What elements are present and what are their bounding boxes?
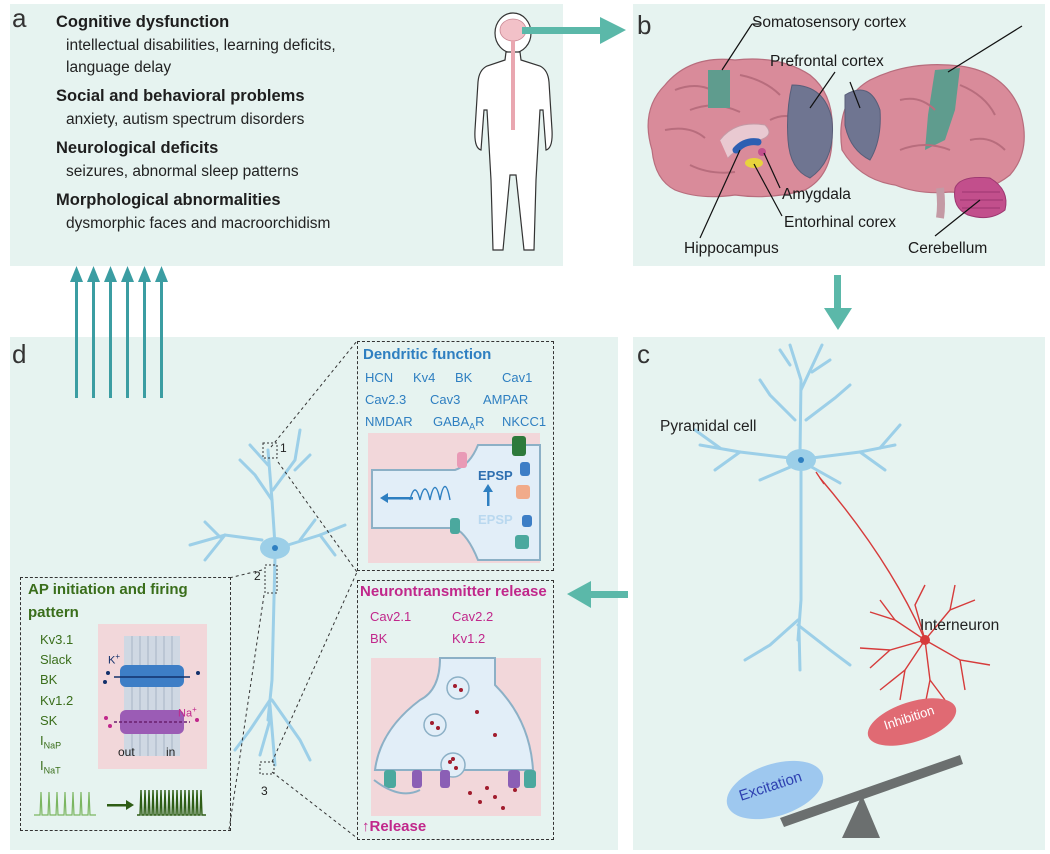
ap-title-line1: AP initiation and firing <box>28 581 188 598</box>
panel-a <box>10 4 563 266</box>
symptom-title: Cognitive dysfunction <box>56 13 230 31</box>
label-hippocampus: Hippocampus <box>684 240 779 257</box>
panel-c <box>633 337 1045 850</box>
label-entorhinal-cortex: Entorhinal corex <box>784 214 897 231</box>
epsp-label-strong: EPSP <box>478 468 513 483</box>
channel-nkcc1: NKCC1 <box>502 414 547 429</box>
inap-main: I <box>40 733 44 749</box>
gabaar-main: GABA <box>433 414 470 429</box>
panel-label-b: b <box>637 10 652 40</box>
channel-cav2-1: Cav2.1 <box>370 609 412 624</box>
ion-na-symbol: Na <box>178 707 193 720</box>
symptom-title: Social and behavioral problems <box>56 87 305 105</box>
label-somatosensory-cortex: Somatosensory cortex <box>752 14 907 31</box>
label-pyramidal-cell: Pyramidal cell <box>660 418 757 435</box>
symptom-detail: seizures, abnormal sleep patterns <box>66 163 299 180</box>
symptom-detail: intellectual disabilities, learning defi… <box>66 37 336 54</box>
gabaar-tail: R <box>475 414 485 429</box>
symptom-cognitive: Cognitive dysfunction intellectual disab… <box>56 13 436 79</box>
symptom-title: Neurological deficits <box>56 139 219 157</box>
channel-bk-ap: BK <box>40 672 58 688</box>
symptom-detail: language delay <box>66 59 172 76</box>
channel-sk: SK <box>40 712 58 728</box>
epsp-label-faint: EPSP <box>478 512 513 527</box>
release-title: Neurontransmitter release <box>360 583 547 600</box>
ion-k-symbol: K <box>108 654 116 667</box>
symptom-neurological: Neurological deficits seizures, abnormal… <box>56 139 436 183</box>
inat-main: I <box>40 757 44 773</box>
marker-3: 3 <box>261 784 268 798</box>
symptom-morphological: Morphological abnormalities dysmorphic f… <box>56 191 436 235</box>
panel-label-c: c <box>637 339 650 369</box>
symptom-detail: dysmorphic faces and macroorchidism <box>66 215 331 232</box>
marker-1: 1 <box>280 441 287 455</box>
inset-neurotransmitter-release <box>357 580 554 840</box>
marker-2: 2 <box>254 569 261 583</box>
panel-label-d: d <box>12 339 27 369</box>
label-cerebellum: Cerebellum <box>908 240 988 257</box>
panel-label-a: a <box>12 3 27 33</box>
gabaar-sub: A <box>469 421 476 432</box>
symptom-social: Social and behavioral problems anxiety, … <box>56 87 436 131</box>
dendritic-title: Dendritic function <box>363 346 492 363</box>
label-out: out <box>118 745 135 759</box>
label-in: in <box>166 745 176 759</box>
inset-dendritic-function <box>357 341 554 571</box>
ap-channel-list: Kv3.1 Slack BK Kv1.2 SK INaP INaT <box>40 630 73 781</box>
inset-ap-initiation <box>20 577 231 831</box>
inap-sub: NaP <box>43 740 62 751</box>
channel-cav1: Cav1 <box>502 370 533 385</box>
channel-kv1-2-ap: Kv1.2 <box>40 692 74 708</box>
channel-gabaar: GABAAR <box>433 414 485 432</box>
channel-kv4: Kv4 <box>413 370 436 385</box>
symptom-detail: anxiety, autism spectrum disorders <box>66 111 305 128</box>
ion-k: K+ <box>108 652 120 667</box>
ap-title-line2: pattern <box>28 604 79 621</box>
symptom-title: Morphological abnormalities <box>56 191 281 209</box>
ion-na-charge: + <box>192 705 197 714</box>
ion-na: Na+ <box>178 705 197 720</box>
symptom-list: Cognitive dysfunction intellectual disab… <box>56 13 436 235</box>
channel-slack: Slack <box>40 652 72 668</box>
label-prefrontal-cortex: Prefrontal cortex <box>770 53 884 70</box>
channel-ampar: AMPAR <box>483 392 529 407</box>
channel-kv3-1: Kv3.1 <box>40 632 74 647</box>
channel-bk: BK <box>455 370 473 385</box>
ion-k-charge: + <box>115 652 121 661</box>
channel-hcn: HCN <box>365 370 394 385</box>
release-footer: ↑Release <box>362 818 427 835</box>
channel-inap: INaP <box>40 731 73 756</box>
channel-inat: INaT <box>40 756 73 781</box>
channel-cav3: Cav3 <box>430 392 461 407</box>
inat-sub: NaT <box>43 765 61 776</box>
channel-kv1-2-release: Kv1.2 <box>452 631 486 646</box>
channel-nmdar: NMDAR <box>365 414 413 429</box>
label-interneuron: Interneuron <box>920 617 1000 634</box>
channel-cav2-2: Cav2.2 <box>452 609 494 624</box>
channel-bk-release: BK <box>370 631 388 646</box>
channel-cav2-3: Cav2.3 <box>365 392 407 407</box>
label-amygdala: Amygdala <box>782 186 851 203</box>
